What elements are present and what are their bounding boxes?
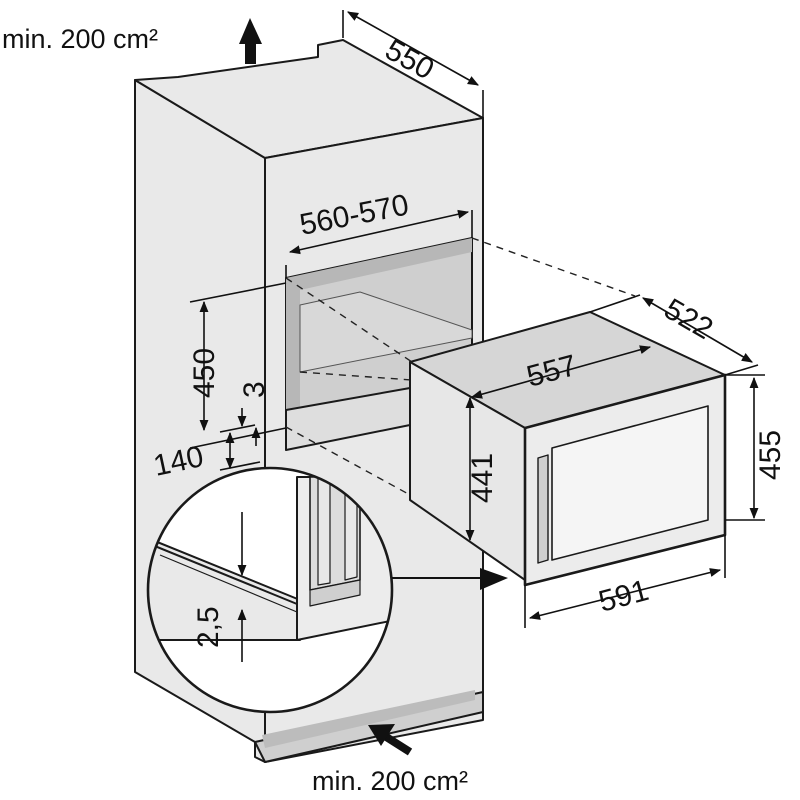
dim-appliance-body-height: 441	[466, 453, 499, 503]
dimension-lines	[189, 10, 765, 628]
airflow-arrow-top	[239, 18, 262, 64]
plinth-vent-inner	[262, 690, 475, 748]
dim-gap: 3	[238, 381, 271, 398]
dim-detail-gap: 2,5	[192, 606, 225, 648]
top-airflow-label: min. 200 cm²	[2, 24, 158, 54]
airflow-arrow-bottom	[368, 724, 413, 756]
detail-callout	[146, 466, 508, 714]
dim-appliance-depth: 522	[659, 292, 719, 346]
bottom-airflow-label: min. 200 cm²	[312, 766, 468, 796]
dim-appliance-height: 455	[754, 430, 787, 480]
detail-pointer-arrow	[480, 568, 508, 590]
dim-appliance-front-width: 591	[595, 574, 652, 619]
appliance-glass-door	[551, 405, 709, 561]
niche-floor	[299, 291, 473, 373]
detail-circle	[146, 466, 394, 714]
appliance-handle	[537, 454, 549, 564]
dim-niche-height: 450	[188, 348, 221, 398]
